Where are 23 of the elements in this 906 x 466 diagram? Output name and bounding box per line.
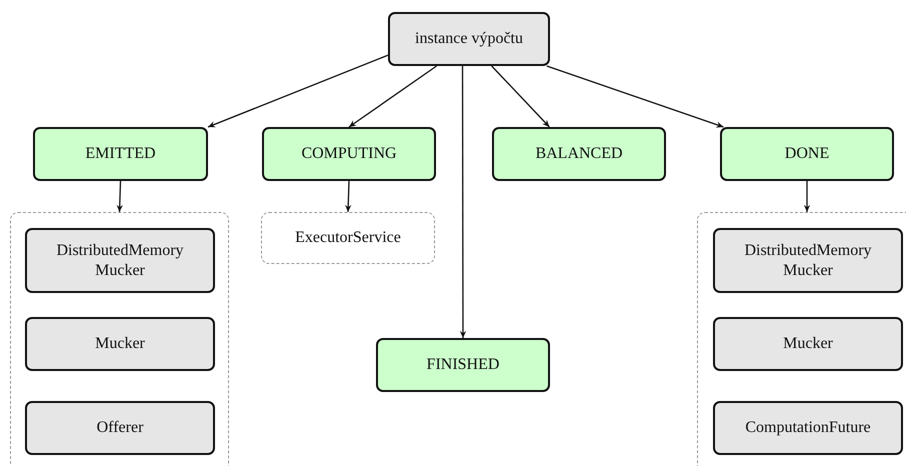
- state-box: BALANCED: [492, 127, 666, 181]
- dashed-group-box: [10, 212, 229, 466]
- state-box: DONE: [720, 127, 894, 181]
- process-box: instance výpočtu: [388, 12, 550, 66]
- arrow: [491, 66, 550, 128]
- arrow: [345, 180, 352, 212]
- process-box: DistributedMemory Mucker: [25, 228, 215, 293]
- state-box: COMPUTING: [262, 127, 436, 181]
- dashed-group-box: [697, 212, 906, 466]
- arrow: [348, 65, 437, 128]
- arrow: [546, 65, 724, 128]
- arrow: [804, 181, 810, 212]
- arrow: [116, 180, 123, 212]
- process-box: ComputationFuture: [713, 401, 903, 455]
- state-box: EMITTED: [33, 127, 208, 181]
- dashed-box: ExecutorService: [261, 212, 435, 264]
- state-box: FINISHED: [376, 338, 550, 392]
- arrow: [208, 54, 388, 128]
- process-box: Mucker: [25, 317, 215, 371]
- process-box: Offerer: [25, 401, 215, 455]
- arrow: [460, 66, 466, 338]
- process-box: DistributedMemory Mucker: [713, 228, 903, 293]
- process-box: Mucker: [713, 317, 903, 371]
